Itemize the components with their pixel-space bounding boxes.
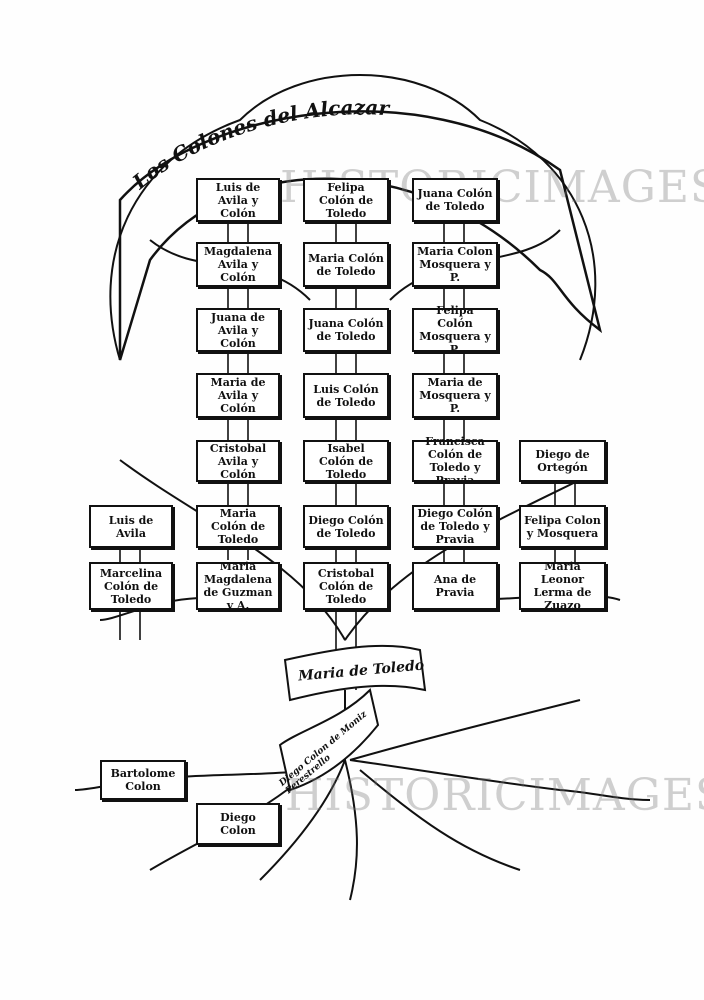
- name-box: Diego Colón de Toledo y Pravia: [412, 505, 498, 548]
- name-box: Luis de Avila y Colón: [196, 178, 280, 222]
- name-box: Maria de Avila y Colón: [196, 373, 280, 418]
- canopy-outline: [109, 74, 597, 361]
- name-box: Juana Colón de Toledo: [303, 308, 389, 352]
- name-box: Felipa Colon y Mosquera: [519, 505, 606, 548]
- box-bartolome-colon: Bartolome Colon: [100, 760, 186, 800]
- name-box: Cristobal Colón de Toledo: [303, 562, 389, 610]
- name-box: Juana de Avila y Colón: [196, 308, 280, 352]
- name-box: Diego de Ortegón: [519, 440, 606, 482]
- name-box: Ana de Pravia: [412, 562, 498, 610]
- name-box: Felipa Colón de Toledo: [303, 178, 389, 222]
- name-box: Cristobal Avila y Colón: [196, 440, 280, 482]
- name-box: Maria Magdalena de Guzman y A.: [196, 560, 280, 612]
- name-box: Maria Colón de Toledo: [196, 505, 280, 548]
- name-box: Isabel Colón de Toledo: [303, 440, 389, 482]
- name-box: Juana Colón de Toledo: [412, 178, 498, 222]
- watermark-bottom: HISTORICIMAGES: [285, 770, 704, 821]
- name-box: Luis de Avila: [89, 505, 173, 548]
- name-box: Maria Colon Mosquera y P.: [412, 242, 498, 287]
- name-box: Marcelina Colón de Toledo: [89, 562, 173, 610]
- name-box: Luis Colón de Toledo: [303, 373, 389, 418]
- box-diego-colon: Diego Colon: [196, 803, 280, 845]
- name-box: Maria Leonor Lerma de Zuazo: [519, 560, 606, 612]
- branches: [99, 459, 621, 641]
- name-box: Maria Colón de Toledo: [303, 242, 389, 287]
- name-box: Diego Colón de Toledo: [303, 505, 389, 548]
- name-box: Maria de Mosquera y P.: [412, 373, 498, 418]
- ribbon-diego-colon: [278, 688, 380, 792]
- name-box: Felipa Colón Mosquera y P.: [412, 304, 498, 356]
- name-box: Francisca Colón de Toledo y Pravia: [412, 435, 498, 487]
- name-box: Magdalena Avila y Colón: [196, 242, 280, 287]
- ribbon-maria-de-toledo: [283, 644, 427, 702]
- roots: [74, 690, 651, 901]
